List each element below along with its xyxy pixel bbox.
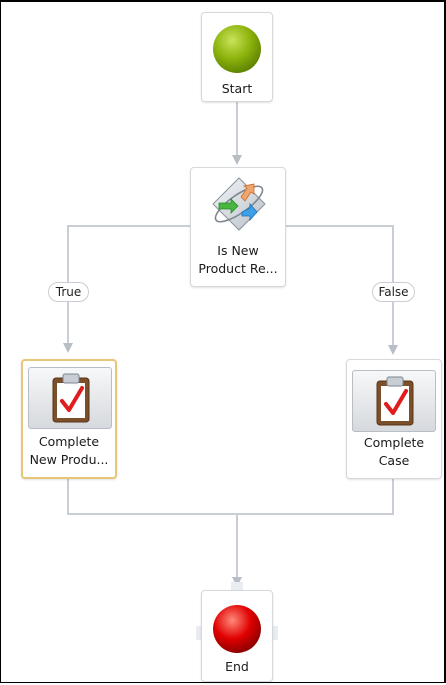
decision-label-line1: Is New: [217, 243, 259, 258]
connector-right-merge: [237, 478, 394, 515]
task-node-complete-case[interactable]: Complete Case: [346, 359, 442, 479]
start-label: Start: [221, 81, 253, 96]
decision-label-line2: Product Re...: [198, 261, 278, 276]
clipboard-checkmark-icon: [52, 373, 90, 423]
end-icon: [213, 605, 261, 653]
end-connector-stub-right: [272, 626, 278, 640]
true-branch-label[interactable]: True: [48, 282, 89, 302]
task-left-label-line1: Complete: [38, 434, 100, 449]
task-icon-tile: [28, 367, 112, 429]
task-right-label-line1: Complete: [363, 435, 425, 450]
end-connector-stub-top: [231, 582, 243, 590]
end-connector-stub-left: [196, 626, 202, 640]
decision-arrows-icon: [212, 177, 266, 231]
connector-left-merge: [67, 478, 237, 515]
task-node-complete-new-product[interactable]: Complete New Produ...: [21, 359, 117, 479]
task-left-label-line2: New Produ...: [29, 452, 109, 467]
end-node[interactable]: End: [201, 590, 273, 682]
end-label: End: [225, 659, 249, 674]
clipboard-checkmark-icon: [376, 376, 414, 426]
decision-node[interactable]: Is New Product Re...: [190, 167, 286, 287]
start-node[interactable]: Start: [201, 12, 273, 102]
task-right-label-line2: Case: [378, 453, 410, 468]
start-icon: [213, 25, 261, 73]
task-icon-tile: [352, 370, 436, 432]
connector-decision-false: [285, 225, 398, 355]
connector-decision-true: [63, 225, 191, 353]
false-branch-label[interactable]: False: [372, 282, 415, 302]
